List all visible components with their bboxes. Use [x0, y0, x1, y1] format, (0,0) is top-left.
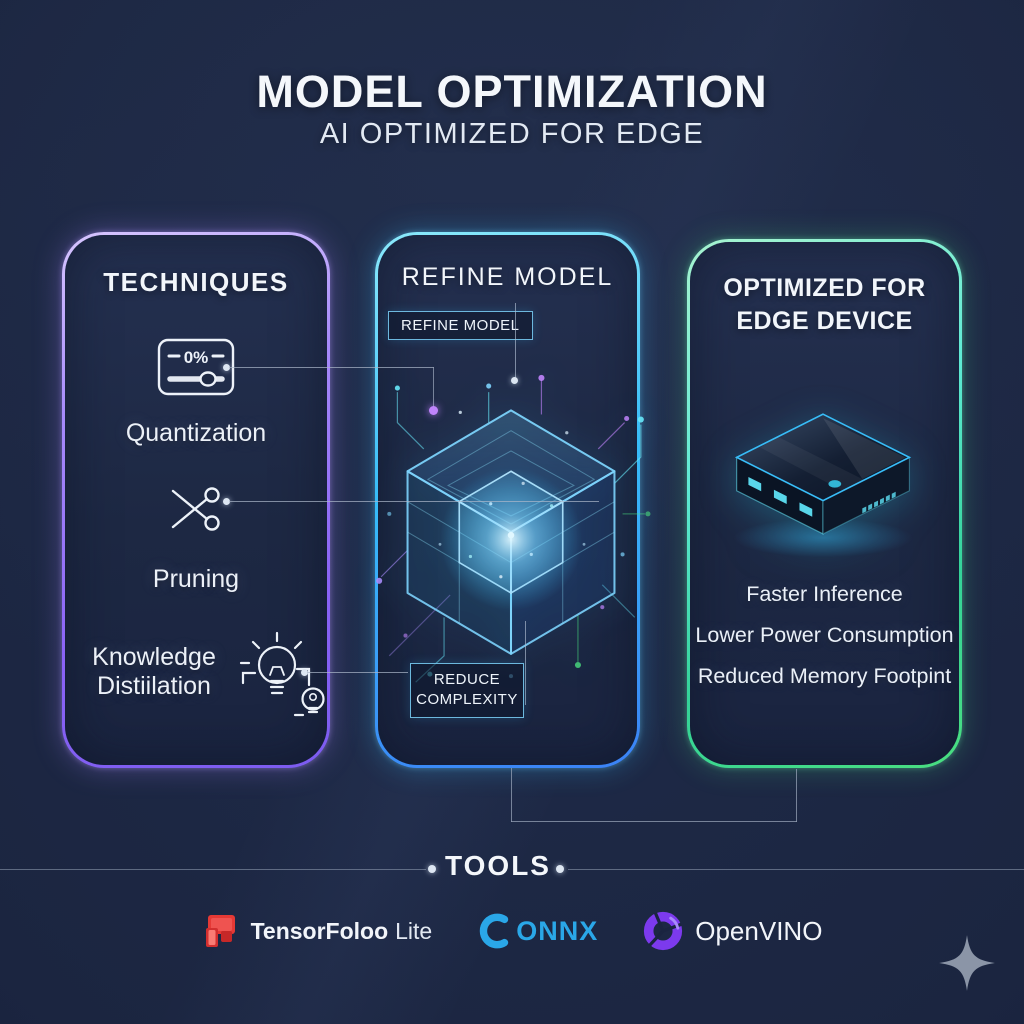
scissors-icon — [171, 487, 220, 531]
benefit-reduced-memory: Reduced Memory Footpint — [697, 664, 952, 688]
tools-divider-left — [0, 869, 426, 870]
edge-benefits-list: Faster Inference Lower Power Consumption… — [690, 574, 959, 697]
quantization-connector-hline — [229, 367, 434, 368]
sparkle-icon — [939, 935, 995, 991]
tools-divider-dot-left — [428, 865, 436, 873]
refine-model-badge: REFINE MODEL — [388, 311, 533, 340]
refine-model-title: REFINE MODEL — [401, 263, 614, 291]
onnx-logo-icon — [480, 913, 509, 949]
onnx-logo: ONNX — [476, 912, 598, 950]
knowledge-distillation-bulbs-icon — [239, 631, 325, 717]
quantization-slider-icon: 0% — [157, 338, 235, 396]
openvino-logo: OpenVINO — [642, 910, 822, 952]
tensorflow-lite-logo-icon — [205, 915, 235, 947]
refine-model-panel-body: REFINE MODEL REFINE MODEL — [376, 235, 651, 765]
technique-label-knowledge-distillation: Knowledge Distiilation — [92, 643, 216, 700]
knowledge-distillation-item: Knowledge Distiilation — [75, 631, 325, 733]
tools-divider-right — [568, 869, 1024, 870]
quantization-connector-dot — [223, 364, 230, 371]
page-title: MODEL OPTIMIZATION — [256, 66, 768, 117]
page-subtitle: AI OPTIMIZED FOR EDGE — [319, 118, 705, 150]
benefit-faster-inference: Faster Inference — [746, 582, 903, 606]
badge-connector-dot — [511, 377, 518, 384]
onnx-label: ONNX — [516, 915, 599, 946]
tools-title: TOOLS — [445, 850, 551, 881]
flow-connector-across — [511, 821, 797, 822]
flow-connector-up — [796, 769, 797, 822]
quantization-connector-vline — [433, 367, 434, 409]
badge-connector-line — [515, 303, 516, 379]
technique-label-pruning: Pruning — [152, 565, 240, 593]
svg-text:0%: 0% — [184, 348, 209, 367]
pruning-connector-dot — [223, 498, 230, 505]
quantization-connector-end-dot — [429, 406, 438, 415]
reduce-complexity-badge: REDUCE COMPLEXITY — [410, 663, 524, 718]
edge-device-panel: OPTIMIZED FOR EDGE DEVICE — [687, 239, 962, 768]
benefit-lower-power: Lower Power Consumption — [695, 623, 954, 647]
edge-device-title: OPTIMIZED FOR EDGE DEVICE — [723, 274, 926, 335]
edge-device-panel-body: OPTIMIZED FOR EDGE DEVICE — [690, 242, 959, 765]
reduce-connector-line — [525, 621, 526, 705]
techniques-panel: TECHNIQUES 0% Quantization Pruning Knowl… — [62, 232, 330, 768]
techniques-panel-body: TECHNIQUES 0% Quantization Pruning Knowl… — [65, 235, 327, 765]
techniques-title: TECHNIQUES — [103, 267, 289, 297]
flow-connector-down — [511, 768, 512, 822]
tools-divider-dot-right — [556, 865, 564, 873]
openvino-label: OpenVINO — [695, 915, 823, 946]
pruning-connector-hline — [229, 501, 599, 502]
technique-label-quantization: Quantization — [125, 419, 267, 447]
openvino-logo-icon — [644, 911, 683, 951]
neural-cube-graphic — [376, 374, 651, 683]
distillation-connector-hline — [307, 672, 408, 673]
refine-model-panel: REFINE MODEL REFINE MODEL — [375, 232, 651, 768]
distillation-connector-dot — [301, 669, 308, 676]
edge-device-icon — [732, 413, 913, 558]
